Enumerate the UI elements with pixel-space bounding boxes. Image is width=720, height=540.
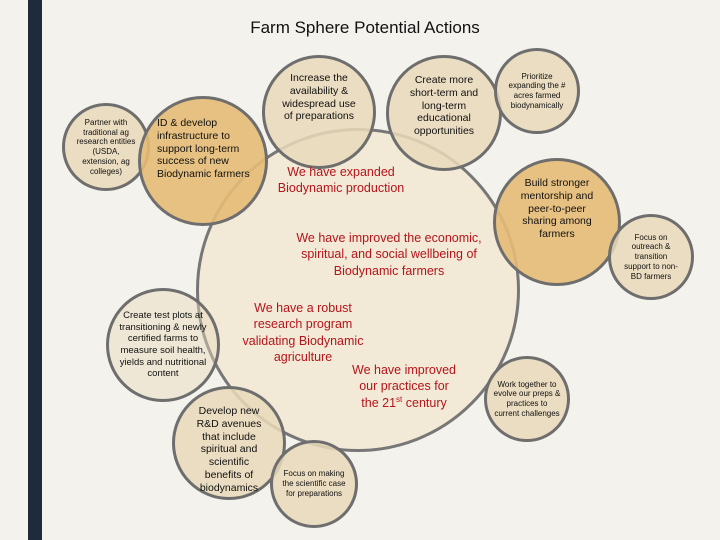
action-scientific-case-label: Focus on making the scientific case for … [282, 469, 346, 498]
action-work-together-label: Work together to evolve our preps & prac… [493, 379, 561, 418]
action-partner-research: Partner with traditional ag research ent… [62, 103, 150, 191]
action-partner-research-label: Partner with traditional ag research ent… [76, 117, 136, 176]
action-prioritize-acres: Prioritize expanding the # acres farmed … [494, 48, 580, 134]
action-scientific-case: Focus on making the scientific case for … [270, 440, 358, 528]
action-id-develop-infrastructure: ID & develop infrastructure to support l… [138, 96, 268, 226]
action-educational: Create more short-term and long-term edu… [386, 55, 502, 171]
action-educational-label: Create more short-term and long-term edu… [409, 74, 479, 138]
action-test-plots: Create test plots at transitioning & new… [106, 288, 220, 402]
outcome-4-line2: our practices for [359, 379, 449, 394]
action-id-develop-label: ID & develop infrastructure to support l… [157, 117, 250, 181]
action-prioritize-label: Prioritize expanding the # acres farmed … [508, 71, 566, 110]
action-outreach-label: Focus on outreach & transition support t… [624, 232, 678, 281]
action-rd-avenues-label: Develop new R&D avenues that include spi… [196, 405, 262, 494]
outcome-research-program: We have a robust research program valida… [242, 301, 364, 364]
outcome-4-line3-pre: the 21 [361, 395, 397, 410]
outcome-4-line1: We have improved [352, 363, 456, 377]
outcome-4-line3-post: century [402, 395, 447, 410]
action-rd-avenues: Develop new R&D avenues that include spi… [172, 386, 286, 500]
outcome-improved-practices: We have improved our practices for the 2… [340, 362, 468, 411]
action-preparations: Increase the availability & widespread u… [262, 55, 376, 169]
action-outreach: Focus on outreach & transition support t… [608, 214, 694, 300]
page-title: Farm Sphere Potential Actions [250, 18, 480, 37]
action-mentorship: Build stronger mentorship and peer-to-pe… [493, 158, 621, 286]
outcome-4-line3-sup: st [396, 394, 403, 404]
action-preparations-label: Increase the availability & widespread u… [282, 72, 356, 123]
action-mentorship-label: Build stronger mentorship and peer-to-pe… [520, 177, 594, 241]
outcome-expanded-production: We have expanded Biodynamic production [277, 165, 405, 196]
action-work-together: Work together to evolve our preps & prac… [484, 356, 570, 442]
action-test-plots-label: Create test plots at transitioning & new… [119, 310, 207, 380]
outcome-improved-wellbeing: We have improved the economic, spiritual… [296, 231, 482, 278]
left-accent-bar [28, 0, 42, 540]
